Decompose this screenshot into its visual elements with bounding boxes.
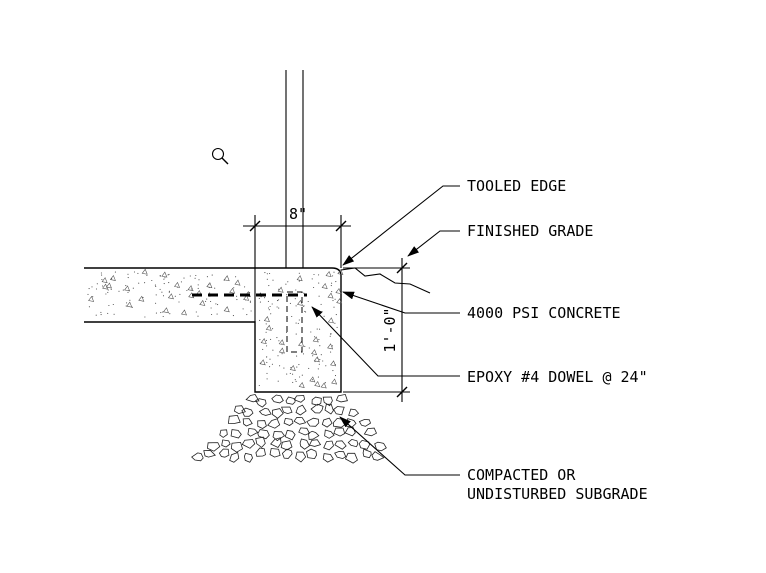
- subgrade-label-line2: UNDISTURBED SUBGRADE: [467, 485, 648, 503]
- width-dimension-text: 8": [289, 205, 307, 223]
- depth-dimension-text: 1'-0": [381, 307, 399, 352]
- dowel-label: EPOXY #4 DOWEL @ 24": [467, 368, 648, 386]
- subgrade-fill: [191, 393, 387, 464]
- finished-grade-label: FINISHED GRADE: [467, 222, 593, 240]
- finished-grade-line: [340, 267, 431, 294]
- concrete-section: [84, 267, 344, 393]
- dowel: [192, 291, 307, 353]
- concrete-stipple: [87, 268, 344, 389]
- wall-member: [285, 70, 304, 268]
- width-dimension: 8": [243, 205, 351, 268]
- magnifier-icon[interactable]: [211, 147, 229, 165]
- concrete-label: 4000 PSI CONCRETE: [467, 304, 621, 322]
- subgrade-label-line1: COMPACTED OR: [467, 466, 576, 484]
- leaders: [311, 185, 460, 476]
- tooled-edge-label: TOOLED EDGE: [467, 177, 566, 195]
- depth-dimension: 1'-0": [343, 258, 410, 402]
